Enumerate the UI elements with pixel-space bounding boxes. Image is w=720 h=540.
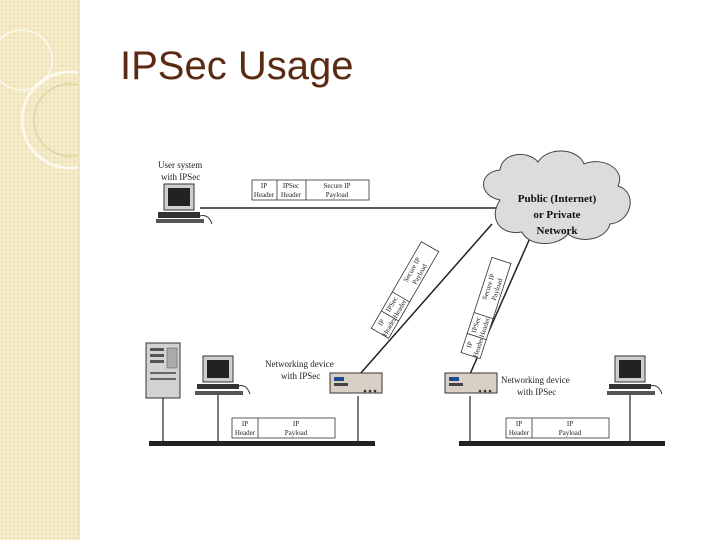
packet-lan-left-payload-1: IP xyxy=(293,420,299,428)
cloud-label-2: or Private xyxy=(533,209,580,221)
packet-top-secure-payload-1: Secure IP xyxy=(323,182,350,190)
packet-top-ip-header-2: Header xyxy=(254,191,275,199)
packet-lan-left-ip-header-1: IP xyxy=(242,420,248,428)
link-cloud-to-left-device xyxy=(359,223,493,375)
sidebar-edge xyxy=(78,0,80,540)
packet-diag-right-ip-header-1: IP xyxy=(465,341,475,349)
packet-lan-right-ip-header-2: Header xyxy=(509,429,530,437)
packet-top-secure-payload-2: Payload xyxy=(326,191,349,199)
packet-top-ipsec-header-2: Header xyxy=(281,191,302,199)
user-computer-icon xyxy=(156,183,213,225)
packet-lan-left: IP Header IP Payload xyxy=(231,417,336,439)
net-device-right-label-1: Networking device xyxy=(501,375,570,385)
packet-lan-left-payload-2: Payload xyxy=(285,429,308,437)
packet-lan-left-ip-header-2: Header xyxy=(235,429,256,437)
net-device-left-label-2: with IPSec xyxy=(281,371,320,381)
server-icon xyxy=(145,342,181,399)
cloud-label-1: Public (Internet) xyxy=(518,193,597,205)
packet-lan-right-ip-header-1: IP xyxy=(516,420,522,428)
right-lan-bus xyxy=(459,441,665,446)
packet-top: IP Header IPSec Header Secure IP Payload xyxy=(251,179,370,201)
slide-title: IPSec Usage xyxy=(120,44,354,88)
right-workstation-icon xyxy=(607,355,663,395)
user-system-label-1: User system xyxy=(158,160,202,170)
lan-left: Networking device with IPSec IP Header I… xyxy=(145,342,383,446)
left-networking-device-icon xyxy=(329,372,383,394)
packet-lan-right-payload-1: IP xyxy=(567,420,573,428)
decorative-sidebar xyxy=(0,0,78,540)
network-cloud: Public (Internet) or Private Network xyxy=(483,150,631,244)
sidebar-rings xyxy=(0,29,78,170)
left-workstation-icon xyxy=(195,355,251,395)
left-lan-bus xyxy=(149,441,375,446)
right-networking-device-icon xyxy=(444,372,498,394)
packet-diag-left-ip-header-1: IP xyxy=(377,318,387,327)
net-device-left-label-1: Networking device xyxy=(265,359,334,369)
cloud-label-3: Network xyxy=(537,225,579,237)
packet-diagonal-right: IP Header IPSec Header Secure IP Payload xyxy=(460,256,512,360)
packet-diagonal-left: IP Header IPSec Header Secure IP Payload xyxy=(370,241,440,339)
packet-lan-right-payload-2: Payload xyxy=(559,429,582,437)
packet-top-ipsec-header-1: IPSec xyxy=(283,182,299,190)
net-device-right-label-2: with IPSec xyxy=(517,387,556,397)
packet-lan-right: IP Header IP Payload xyxy=(505,417,610,439)
user-system-label-2: with IPSec xyxy=(161,172,200,182)
packet-top-ip-header-1: IP xyxy=(261,182,267,190)
user-system: User system with IPSec xyxy=(156,160,213,225)
lan-right: Networking device with IPSec IP Header I… xyxy=(444,355,665,446)
